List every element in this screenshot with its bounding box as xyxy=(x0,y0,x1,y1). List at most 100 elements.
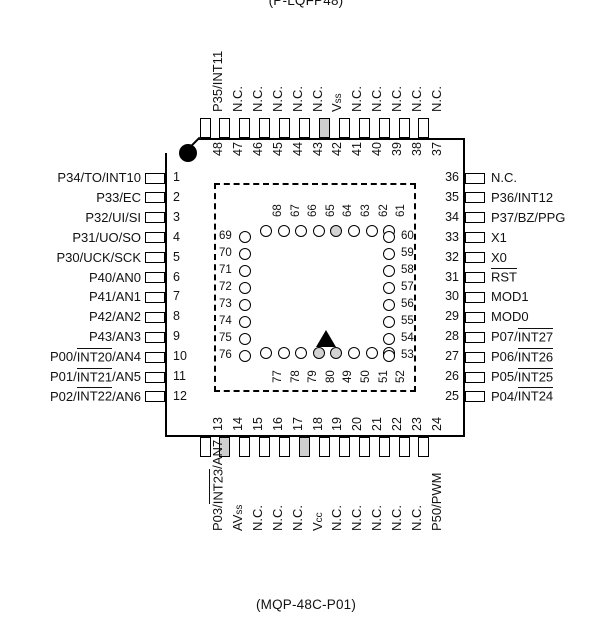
pin-label-20: N.C. xyxy=(349,505,365,531)
bond-pad-number-61: 61 xyxy=(395,204,408,217)
pin-number-9: 9 xyxy=(173,329,180,344)
pin-number-37: 37 xyxy=(429,142,444,156)
bond-pad-number-62: 62 xyxy=(377,204,390,217)
pin-lead-15 xyxy=(239,437,251,457)
bond-pad-number-57: 57 xyxy=(401,281,414,293)
pin-label-6: P40/AN0 xyxy=(88,269,141,285)
bond-pad-59 xyxy=(383,248,395,260)
bond-pad-76 xyxy=(239,350,251,362)
pin-label-17: N.C. xyxy=(289,505,305,531)
pin-label-24: P50/PWM xyxy=(428,472,444,531)
package-code-caption: (MQP-48C-P01) xyxy=(255,597,357,612)
bond-pad-number-67: 67 xyxy=(289,204,302,217)
pin-lead-24 xyxy=(418,437,430,457)
bond-pad-number-78: 78 xyxy=(289,370,302,383)
bond-pad-number-60: 60 xyxy=(401,230,414,242)
pin-label-37: N.C. xyxy=(428,86,444,112)
pin-lead-27 xyxy=(465,351,485,363)
bond-pad-number-68: 68 xyxy=(272,204,284,217)
pin-lead-46 xyxy=(239,118,251,138)
pin-number-38: 38 xyxy=(410,142,424,156)
pin-number-46: 46 xyxy=(250,142,265,156)
pin-label-2: P33/EC xyxy=(96,189,141,205)
bond-pad-65 xyxy=(312,225,325,237)
pin-number-31: 31 xyxy=(445,269,459,284)
pin-label-31: RST xyxy=(491,268,517,285)
pin-label-16: N.C. xyxy=(269,505,285,531)
pin-lead-14 xyxy=(219,437,231,457)
pin-label-32: X0 xyxy=(491,249,507,265)
pin-lead-33 xyxy=(465,232,485,244)
pin-lead-32 xyxy=(465,252,485,264)
bond-pad-77 xyxy=(260,347,272,359)
bond-pad-69 xyxy=(239,231,251,243)
pin-lead-5 xyxy=(145,252,165,264)
pin-number-11: 11 xyxy=(173,369,186,383)
pin-number-10: 10 xyxy=(173,349,187,364)
bond-pad-number-65: 65 xyxy=(324,204,337,217)
pin-label-36: N.C. xyxy=(491,170,517,185)
bond-pad-number-56: 56 xyxy=(401,298,414,310)
bond-pad-number-69: 69 xyxy=(219,230,232,242)
pin-label-25: P04/INT24 xyxy=(491,387,554,404)
pin-label-5: P30/UCK/SCK xyxy=(56,249,141,265)
pin-number-4: 4 xyxy=(173,229,180,244)
pin-number-22: 22 xyxy=(390,417,405,431)
pin-lead-29 xyxy=(465,311,485,323)
pin-label-47: N.C. xyxy=(229,86,245,112)
pin-lead-7 xyxy=(145,291,165,303)
pin-lead-45 xyxy=(259,118,271,138)
pin-number-19: 19 xyxy=(330,417,345,431)
pin-lead-47 xyxy=(219,118,231,138)
bond-pad-64 xyxy=(330,225,343,237)
bond-pad-number-70: 70 xyxy=(219,247,232,259)
bond-pad-79 xyxy=(295,347,308,359)
pin-lead-13 xyxy=(199,437,211,457)
bond-pad-71 xyxy=(239,265,251,277)
pin-number-35: 35 xyxy=(445,189,459,204)
bond-pad-number-53: 53 xyxy=(401,349,414,361)
bond-pad-60 xyxy=(383,231,395,243)
pin-label-35: P36/INT12 xyxy=(491,189,554,205)
pin-lead-36 xyxy=(465,172,485,184)
pin-lead-23 xyxy=(398,437,410,457)
bond-pad-number-79: 79 xyxy=(307,370,320,383)
pin-number-2: 2 xyxy=(173,189,180,204)
pin-number-18: 18 xyxy=(310,417,325,431)
pin-number-3: 3 xyxy=(173,209,180,224)
pin-label-10: P00/INT20/AN4 xyxy=(49,347,141,365)
pin-number-43: 43 xyxy=(310,142,325,156)
pin-label-7: P41/AN1 xyxy=(88,289,141,305)
bond-pad-67 xyxy=(277,225,290,237)
pin-label-45: N.C. xyxy=(269,86,285,112)
bond-pad-75 xyxy=(239,333,251,345)
pin-lead-20 xyxy=(338,437,350,457)
bond-pad-74 xyxy=(239,316,251,328)
pin-number-13: 13 xyxy=(211,417,225,431)
bond-pad-number-74: 74 xyxy=(219,315,232,327)
bond-pad-number-77: 77 xyxy=(272,370,284,383)
pin-label-26: P05/INT25 xyxy=(491,367,554,384)
pin-label-15: N.C. xyxy=(249,505,265,531)
pin-lead-12 xyxy=(145,391,165,403)
pin-lead-26 xyxy=(465,371,485,383)
bond-pad-number-72: 72 xyxy=(219,281,232,293)
pin-number-44: 44 xyxy=(290,142,305,156)
bond-pad-number-73: 73 xyxy=(219,298,232,310)
pin-number-17: 17 xyxy=(290,417,305,431)
pin-number-5: 5 xyxy=(173,249,180,264)
pin-number-29: 29 xyxy=(445,309,459,324)
bond-pad-number-50: 50 xyxy=(360,370,372,383)
bond-pad-56 xyxy=(383,299,395,311)
pin-label-39: N.C. xyxy=(389,86,405,112)
pin-number-40: 40 xyxy=(370,142,385,156)
pin-label-9: P43/AN3 xyxy=(88,329,141,345)
pin-number-21: 21 xyxy=(370,417,385,431)
pin-lead-21 xyxy=(358,437,370,457)
pin-lead-9 xyxy=(145,331,165,343)
pin-label-8: P42/AN2 xyxy=(88,309,141,325)
pin-lead-8 xyxy=(145,311,165,323)
pin-label-1: P34/TO/INT10 xyxy=(57,170,141,185)
bond-pad-number-59: 59 xyxy=(401,247,414,259)
